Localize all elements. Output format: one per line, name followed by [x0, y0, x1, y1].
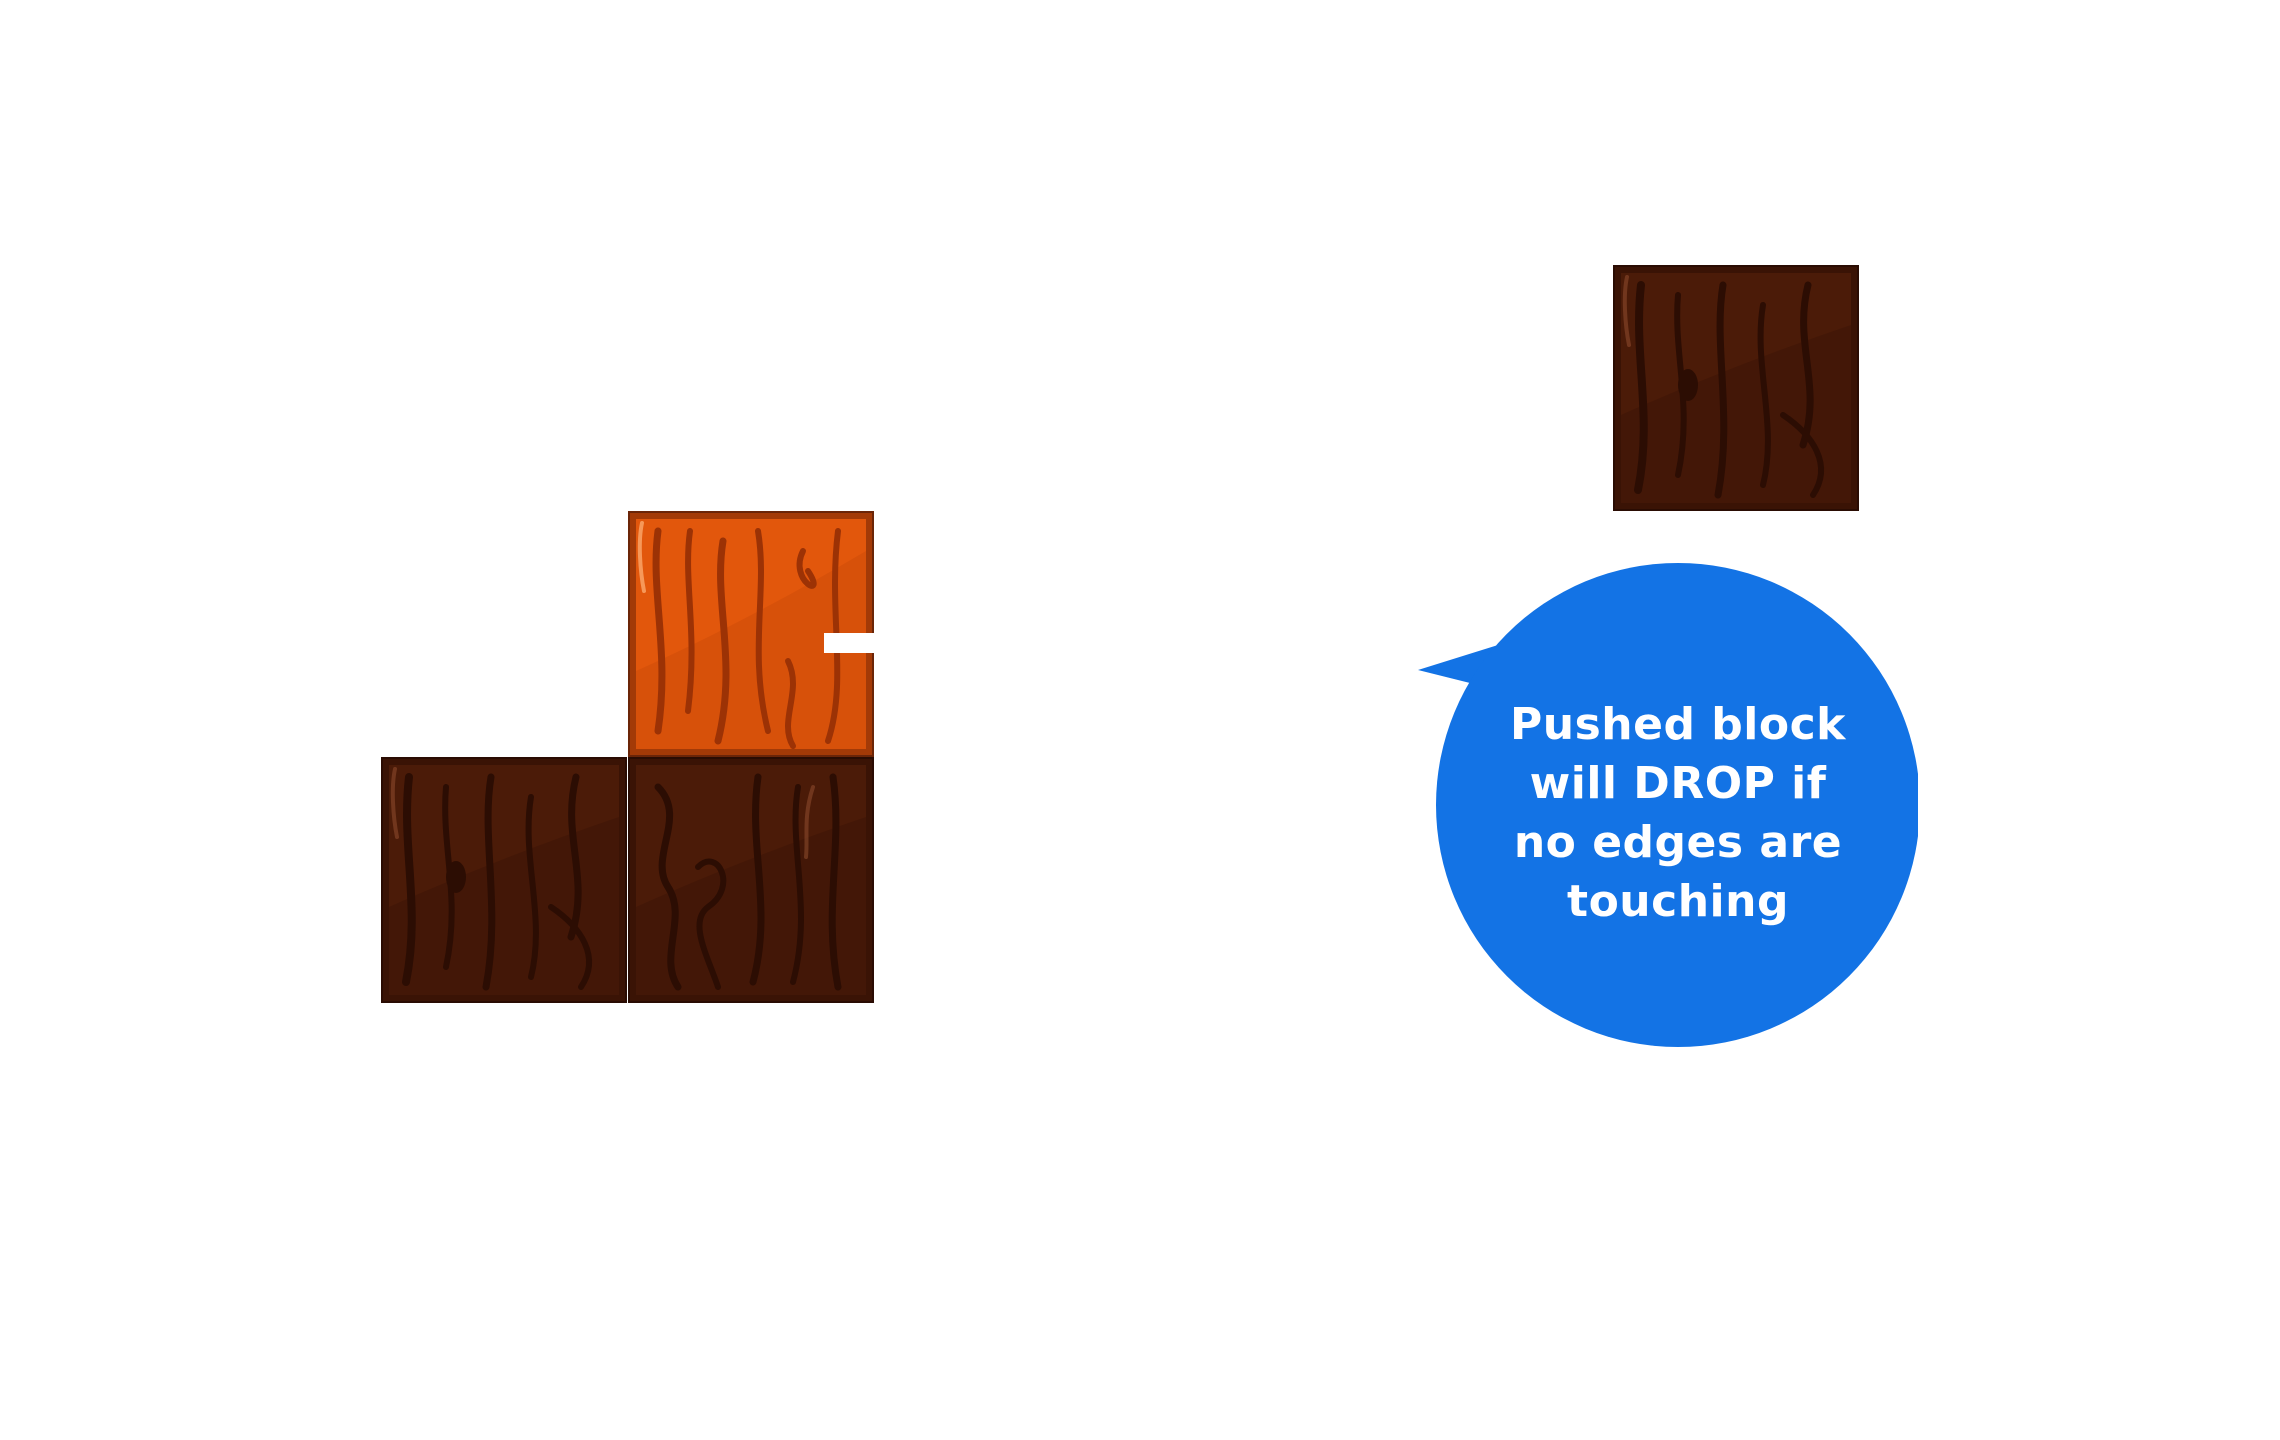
floating-wood-block [1613, 265, 1859, 511]
speech-bubble-icon [1418, 563, 1918, 1047]
wood-crate-dark-icon [381, 757, 627, 1003]
hint-text: Pushed block will DROP if no edges are t… [1478, 695, 1878, 931]
wood-crate-dark-icon [628, 757, 874, 1003]
hint-line-2: will DROP if [1529, 758, 1827, 809]
ground-wood-block-right [628, 757, 874, 1003]
wood-crate-dark-icon [1613, 265, 1859, 511]
hint-speech-bubble: Pushed block will DROP if no edges are t… [1418, 560, 1918, 1050]
ground-wood-block-left [381, 757, 627, 1003]
hint-line-4: touching [1567, 876, 1789, 927]
hint-line-1: Pushed block [1510, 699, 1846, 750]
hint-line-3: no edges are [1513, 817, 1843, 868]
push-notch-marker [824, 633, 874, 653]
